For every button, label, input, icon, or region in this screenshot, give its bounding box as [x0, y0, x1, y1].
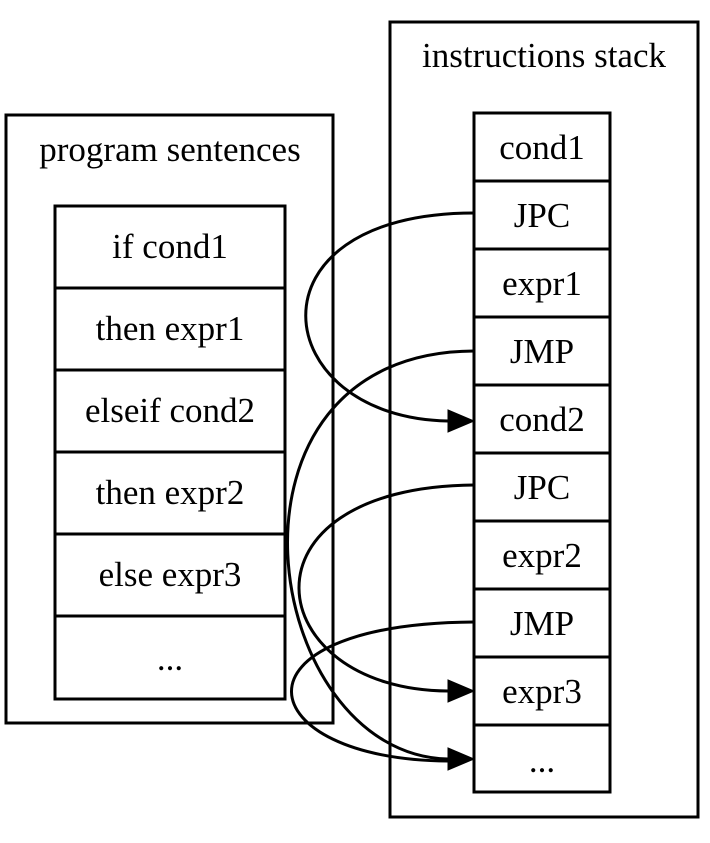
- instruction-cell-text: expr2: [502, 536, 582, 575]
- jump-edge-jmp-to-end: [286, 349, 475, 761]
- instruction-cell: [472, 451, 612, 523]
- program-cell: [53, 532, 287, 618]
- instruction-cell: [472, 179, 612, 251]
- instruction-cell-text: JMP: [510, 604, 574, 643]
- instruction-cell: [472, 315, 612, 387]
- instruction-cell-text: expr1: [502, 264, 582, 303]
- jump-edge-jpc-to-expr3: [297, 483, 475, 693]
- program-cell-text: then expr2: [96, 473, 245, 512]
- program-sentences-record: if cond1 then expr1 elseif cond2 then ex…: [53, 204, 287, 701]
- program-cell-text: ...: [157, 639, 183, 678]
- instruction-cell: [472, 723, 612, 794]
- instruction-cell-text: JMP: [510, 332, 574, 371]
- instruction-cell-text: JPC: [514, 468, 570, 507]
- program-cell: [53, 204, 287, 290]
- arrowhead: [447, 409, 476, 433]
- program-cell: [53, 450, 287, 536]
- instruction-cell-text: JPC: [514, 196, 570, 235]
- instruction-cell: [472, 383, 612, 455]
- program-cell: [53, 368, 287, 454]
- instruction-cell: [472, 519, 612, 591]
- instruction-cell-text: ...: [529, 741, 555, 780]
- instruction-cell: [472, 655, 612, 727]
- program-sentences-title: program sentences: [39, 130, 300, 169]
- jump-edges: [286, 211, 476, 771]
- instruction-cell: [472, 587, 612, 659]
- jump-edge-jmp-to-end: [290, 620, 475, 763]
- arrowhead: [447, 747, 476, 771]
- instructions-stack-title: instructions stack: [422, 36, 666, 75]
- program-cell: [53, 614, 287, 701]
- instruction-cell-text: cond2: [499, 400, 585, 439]
- instructions-stack-record: cond1 JPC expr1 JMP cond2 JPC expr2 JMP …: [472, 111, 612, 794]
- instruction-cell-text: expr3: [502, 672, 582, 711]
- program-cell-text: elseif cond2: [85, 391, 255, 430]
- jump-edge-jpc-to-cond2: [304, 211, 475, 423]
- program-cell-text: else expr3: [99, 555, 242, 594]
- program-cell-text: if cond1: [112, 227, 228, 266]
- program-cell-text: then expr1: [96, 309, 245, 348]
- instruction-cell-text: cond1: [499, 128, 585, 167]
- arrowhead: [447, 679, 476, 703]
